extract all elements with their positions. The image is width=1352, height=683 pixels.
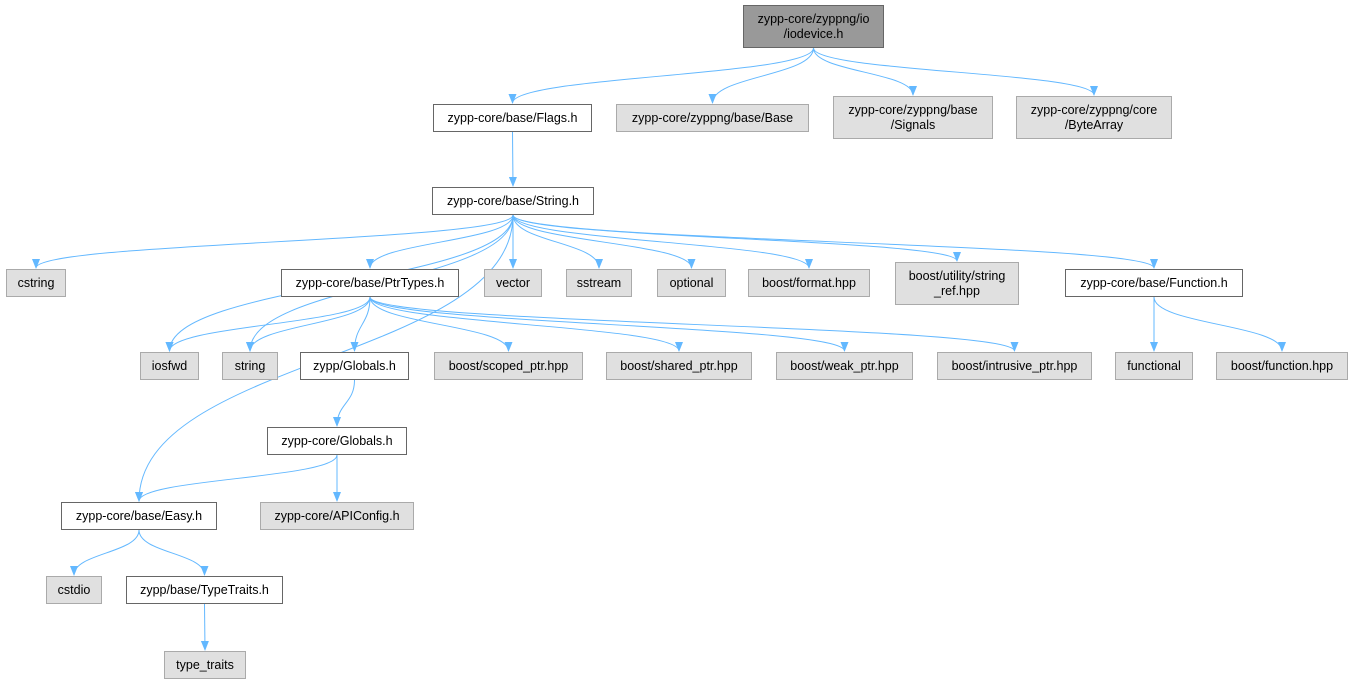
node-boost-function: boost/function.hpp	[1216, 352, 1348, 380]
edge-typetraits_h-to-type_traits	[200, 603, 209, 651]
edge-function_h-to-boostfunction	[1153, 296, 1286, 352]
node-zypp-globals-h[interactable]: zypp/Globals.h	[300, 352, 409, 380]
node-zyppng-base: zypp-core/zyppng/base/Base	[616, 104, 809, 132]
node-zypp-core-globals-h[interactable]: zypp-core/Globals.h	[267, 427, 407, 455]
edge-root-to-flags	[508, 47, 814, 104]
edge-ptrtypes-to-scopedptr	[369, 296, 513, 352]
node-function-h[interactable]: zypp-core/base/Function.h	[1065, 269, 1243, 297]
node-root-iodevice-h[interactable]: zypp-core/zyppng/io /iodevice.h	[743, 5, 884, 48]
node-string-h[interactable]: zypp-core/base/String.h	[432, 187, 594, 215]
node-ptrtypes-h[interactable]: zypp-core/base/PtrTypes.h	[281, 269, 459, 297]
node-functional: functional	[1115, 352, 1193, 380]
edge-string_h-to-sstream	[512, 214, 603, 269]
node-boost-weak-ptr: boost/weak_ptr.hpp	[776, 352, 913, 380]
node-iosfwd: iosfwd	[140, 352, 199, 380]
edge-ptrtypes-to-sharedptr	[369, 296, 683, 352]
node-apiconfig-h: zypp-core/APIConfig.h	[260, 502, 414, 530]
node-cstdio: cstdio	[46, 576, 102, 604]
node-boost-shared-ptr: boost/shared_ptr.hpp	[606, 352, 752, 380]
edge-string_h-to-function_h	[512, 214, 1158, 269]
edge-ptrtypes-to-string	[246, 296, 371, 352]
edge-ptrtypes-to-iosfwd	[165, 296, 371, 352]
node-boost-string-ref: boost/utility/string _ref.hpp	[895, 262, 1019, 305]
edge-root-to-bytearray	[813, 47, 1098, 96]
node-boost-intrusive-ptr: boost/intrusive_ptr.hpp	[937, 352, 1092, 380]
node-zyppng-signals: zypp-core/zyppng/base /Signals	[833, 96, 993, 139]
edge-easy-to-typetraits_h	[138, 529, 209, 576]
edge-ptrtypes-to-intrusiveptr	[369, 296, 1019, 352]
edge-flags-to-string_h	[508, 131, 517, 187]
node-type-traits: type_traits	[164, 651, 246, 679]
node-vector: vector	[484, 269, 542, 297]
edge-string_h-to-optional	[512, 214, 696, 269]
edge-string_h-to-cstring	[32, 214, 514, 269]
node-boost-scoped-ptr: boost/scoped_ptr.hpp	[434, 352, 583, 380]
node-sstream: sstream	[566, 269, 632, 297]
edge-root-to-signals	[813, 47, 917, 96]
node-typetraits-h[interactable]: zypp/base/TypeTraits.h	[126, 576, 283, 604]
edge-coreglobals-to-easy	[135, 454, 338, 502]
edge-string_h-to-ptrtypes	[366, 214, 514, 269]
edge-string_h-to-boostformat	[512, 214, 813, 269]
edge-root-to-base	[708, 47, 814, 104]
edge-ptrtypes-to-weakptr	[369, 296, 849, 352]
node-flags-h[interactable]: zypp-core/base/Flags.h	[433, 104, 592, 132]
node-string: string	[222, 352, 278, 380]
edge-ptrtypes-to-zyppglobals	[350, 296, 371, 352]
node-boost-format: boost/format.hpp	[748, 269, 870, 297]
edge-easy-to-cstdio	[70, 529, 140, 576]
node-zyppng-bytearray: zypp-core/zyppng/core /ByteArray	[1016, 96, 1172, 139]
edge-zyppglobals-to-coreglobals	[333, 379, 355, 427]
node-easy-h[interactable]: zypp-core/base/Easy.h	[61, 502, 217, 530]
node-optional: optional	[657, 269, 726, 297]
node-cstring: cstring	[6, 269, 66, 297]
